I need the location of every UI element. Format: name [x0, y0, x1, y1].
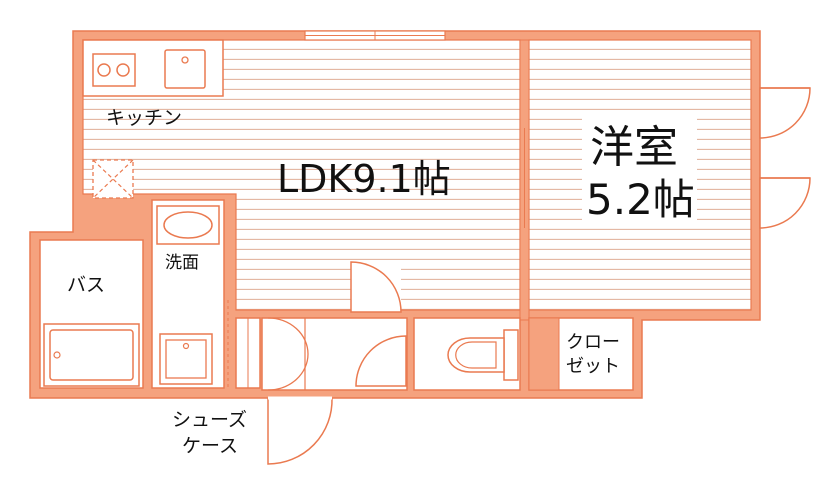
shoe-case-label-line2: ケース — [182, 435, 238, 457]
shoe-case-label-line1: シューズ — [172, 409, 247, 431]
toilet-icon — [447, 329, 519, 381]
western-room-label-line1: 洋室 — [590, 122, 678, 173]
washroom-label: 洗面 — [165, 253, 199, 273]
washbasin-icon — [156, 205, 220, 245]
ldk-door — [350, 261, 402, 313]
entrance-door — [267, 396, 333, 465]
western-room-label-line2: 5.2帖 — [586, 175, 695, 224]
bathtub-icon — [43, 323, 140, 387]
stove-icon — [92, 53, 136, 87]
hatch-icon — [92, 159, 134, 199]
closet-label-line1: クロー — [566, 332, 620, 353]
window-top — [304, 30, 446, 41]
balcony-door-lower — [759, 177, 811, 229]
washing-machine-icon — [159, 333, 213, 385]
western-room-label-bg — [582, 110, 697, 228]
closet-label-line2: ゼット — [566, 356, 620, 377]
kitchen-label: キッチン — [106, 107, 182, 129]
toilet-door — [355, 335, 407, 387]
sink-icon — [164, 49, 206, 89]
balcony-door-upper — [759, 87, 811, 139]
kitchen-counter — [82, 39, 224, 97]
ldk-label: LDK9.1帖 — [277, 157, 451, 201]
bath-label: バス — [67, 274, 105, 296]
